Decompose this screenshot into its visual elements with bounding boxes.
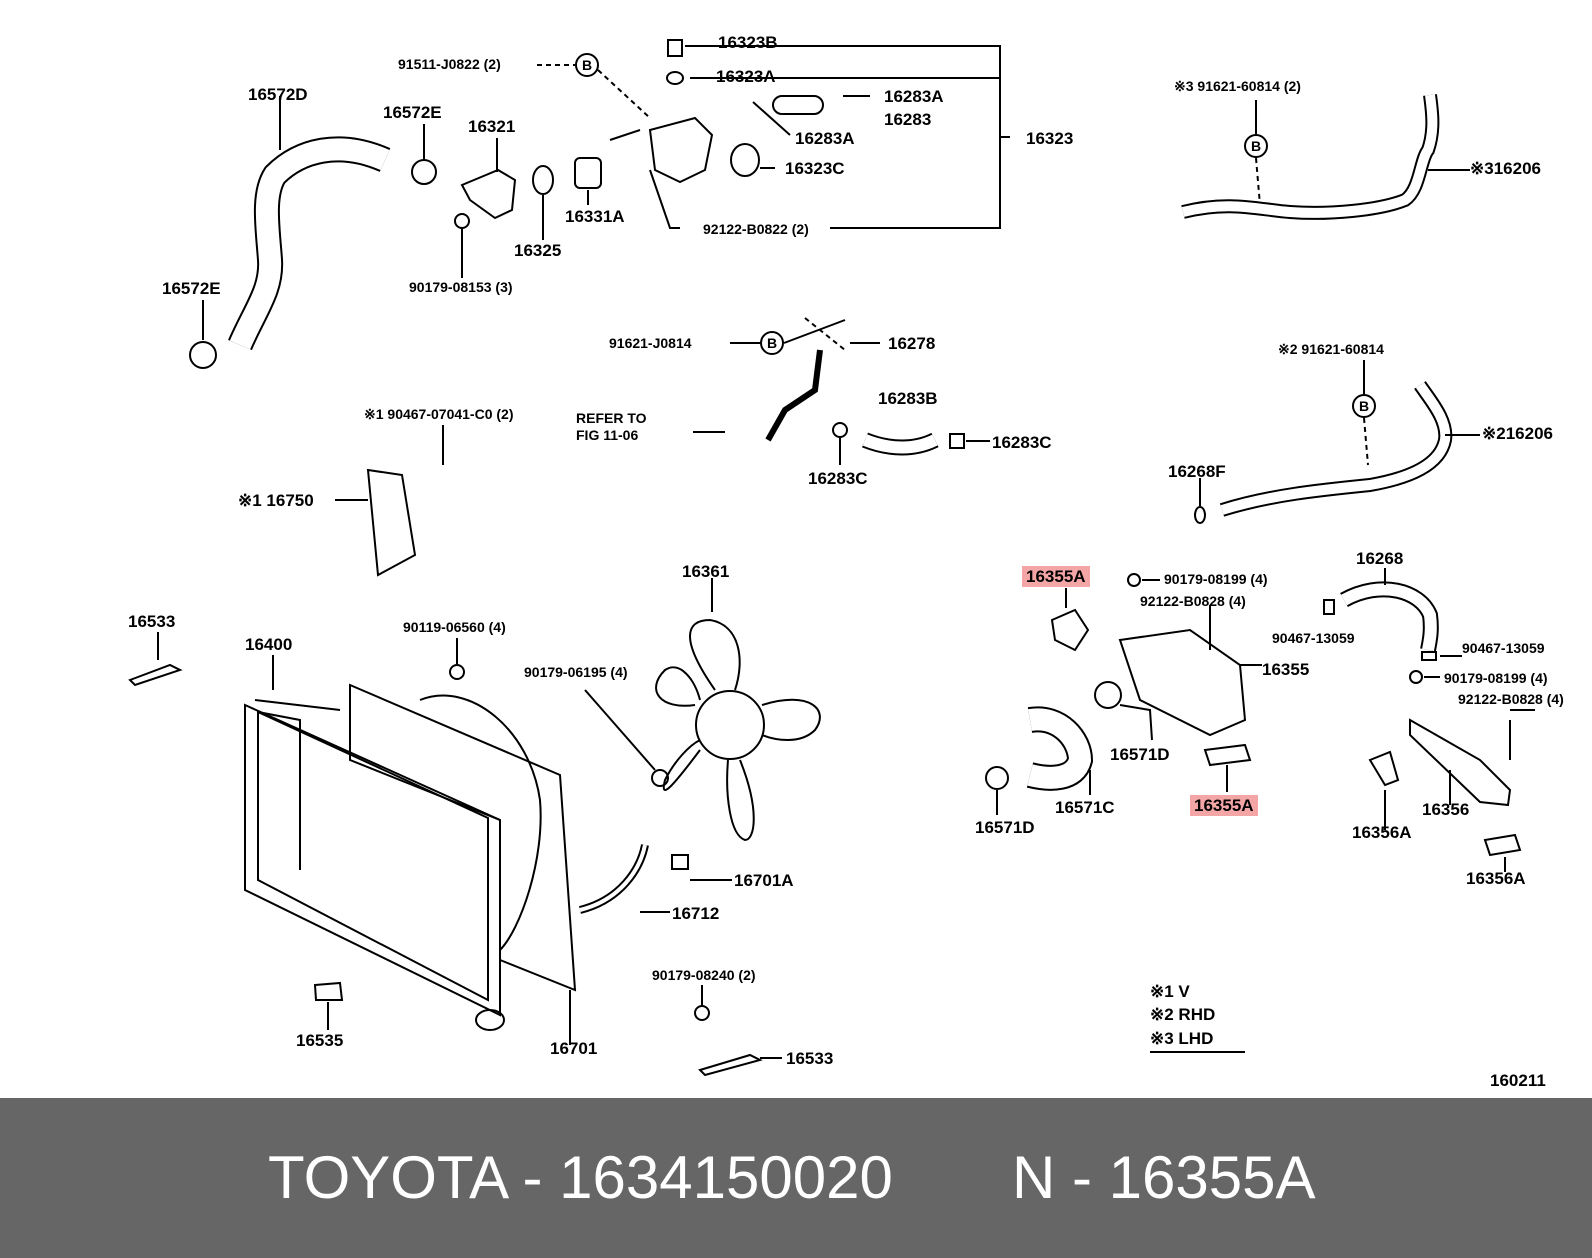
label-92122-b0828: 92122-B0828 (4) xyxy=(1140,593,1246,609)
label-refer-to: REFER TO xyxy=(576,410,647,426)
label-16206-lhd: ※316206 xyxy=(1470,159,1541,178)
label-16323b: 16323B xyxy=(718,33,778,52)
parts-diagram: 16572D 16572E 16572E 16321 90179-08153 (… xyxy=(128,33,1564,1090)
label-16356: 16356 xyxy=(1422,800,1470,819)
label-16712: 16712 xyxy=(672,904,720,923)
label-16268: 16268 xyxy=(1356,549,1404,568)
thermostat-16331a xyxy=(574,157,602,205)
label-16356a: 16356A xyxy=(1466,869,1526,888)
label-16750: ※1 16750 xyxy=(238,491,314,510)
b-marker: B xyxy=(1251,138,1262,154)
label-90467-13059: 90467-13059 xyxy=(1272,630,1355,646)
label-16701: 16701 xyxy=(550,1039,598,1058)
b-marker: B xyxy=(1359,398,1370,414)
label-16535: 16535 xyxy=(296,1031,344,1050)
legend-row-rhd: ※2 RHD xyxy=(1150,1005,1216,1024)
outlet-16355 xyxy=(985,573,1262,815)
label-16572e: 16572E xyxy=(162,279,221,298)
label-16283a: 16283A xyxy=(795,129,855,148)
label-92122-b0828: 92122-B0828 (4) xyxy=(1458,691,1564,707)
label-16572e: 16572E xyxy=(383,103,442,122)
footer-banner: TOYOTA - 1634150020 N - 16355A xyxy=(0,1098,1592,1258)
small-fasteners xyxy=(313,638,782,1077)
legend-row-lhd: ※3 LHD xyxy=(1150,1029,1214,1048)
label-16323a: 16323A xyxy=(716,67,776,86)
b-marker: B xyxy=(582,57,593,73)
label-91621-60814-rhd: ※2 91621-60814 xyxy=(1278,341,1384,357)
label-16283: 16283 xyxy=(884,110,932,129)
label-90179-08199: 90179-08199 (4) xyxy=(1164,571,1268,587)
b-marker: B xyxy=(767,335,778,351)
label-16571d: 16571D xyxy=(975,818,1035,837)
label-16268f: 16268F xyxy=(1168,462,1226,481)
label-16325: 16325 xyxy=(514,241,562,260)
label-16355a-highlighted: 16355A xyxy=(1022,566,1090,587)
clamp-16572e xyxy=(189,124,437,369)
label-16571d: 16571D xyxy=(1110,745,1170,764)
label-16701a: 16701A xyxy=(734,871,794,890)
label-16355a-highlighted: 16355A xyxy=(1190,795,1258,816)
label-16323c: 16323C xyxy=(785,159,845,178)
label-16283a: 16283A xyxy=(884,87,944,106)
hose-16283b xyxy=(832,422,990,465)
label-16361: 16361 xyxy=(682,562,730,581)
pipe-16206-rhd xyxy=(1194,381,1480,524)
gasket-16325 xyxy=(532,165,554,240)
label-16278: 16278 xyxy=(888,334,936,353)
figure-number: 160211 xyxy=(1490,1071,1546,1090)
diagram-drawing xyxy=(128,39,1535,1077)
label-90119-06560: 90119-06560 (4) xyxy=(403,619,506,635)
label-16321: 16321 xyxy=(468,117,516,136)
label-91621-j0814: 91621-J0814 xyxy=(609,335,692,351)
pipe-16206-lhd xyxy=(1181,94,1470,220)
label-16283b: 16283B xyxy=(878,389,938,408)
housing-16321 xyxy=(454,138,517,278)
label-90179-06195: 90179-06195 (4) xyxy=(524,664,628,680)
label-16356a: 16356A xyxy=(1352,823,1412,842)
label-16533: 16533 xyxy=(128,612,176,631)
label-16283c: 16283C xyxy=(992,433,1052,452)
label-91511-j0822: 91511-J0822 (2) xyxy=(398,56,501,72)
fan-16361 xyxy=(584,578,821,842)
water-inlet-16323 xyxy=(537,39,1010,229)
label-90467-07041: ※1 90467-07041-C0 (2) xyxy=(364,406,514,422)
legend-row-v: ※1 V xyxy=(1150,982,1190,1001)
label-90179-08153: 90179-08153 (3) xyxy=(409,279,513,295)
label-16323: 16323 xyxy=(1026,129,1074,148)
radiator-16400 xyxy=(128,632,505,1031)
label-16331a: 16331A xyxy=(565,207,625,226)
label-16355: 16355 xyxy=(1262,660,1310,679)
label-16571c: 16571C xyxy=(1055,798,1115,817)
bracket-16750 xyxy=(335,425,725,577)
footer-brand-part-number: TOYOTA - 1634150020 xyxy=(268,1144,893,1211)
hose-16268 xyxy=(1323,568,1462,661)
label-90467-13059: 90467-13059 xyxy=(1462,640,1545,656)
label-91621-60814-lhd: ※3 91621-60814 (2) xyxy=(1174,78,1301,94)
label-90179-08240: 90179-08240 (2) xyxy=(652,967,756,983)
label-fig-11-06: FIG 11-06 xyxy=(576,427,639,443)
label-16206-rhd: ※216206 xyxy=(1482,424,1553,443)
pipe-16356 xyxy=(1368,670,1535,872)
label-16572d: 16572D xyxy=(248,85,308,104)
fan-shroud-16712 xyxy=(349,683,670,1045)
label-16400: 16400 xyxy=(245,635,293,654)
footer-reference-code: N - 16355A xyxy=(1012,1144,1316,1211)
label-16283c: 16283C xyxy=(808,469,868,488)
label-16533: 16533 xyxy=(786,1049,834,1068)
hose-16572d xyxy=(228,96,391,351)
label-90179-08199: 90179-08199 (4) xyxy=(1444,670,1548,686)
label-92122-b0822: 92122-B0822 (2) xyxy=(703,221,809,237)
b-marker-circles xyxy=(730,100,1376,466)
pipe-16278 xyxy=(765,342,880,442)
